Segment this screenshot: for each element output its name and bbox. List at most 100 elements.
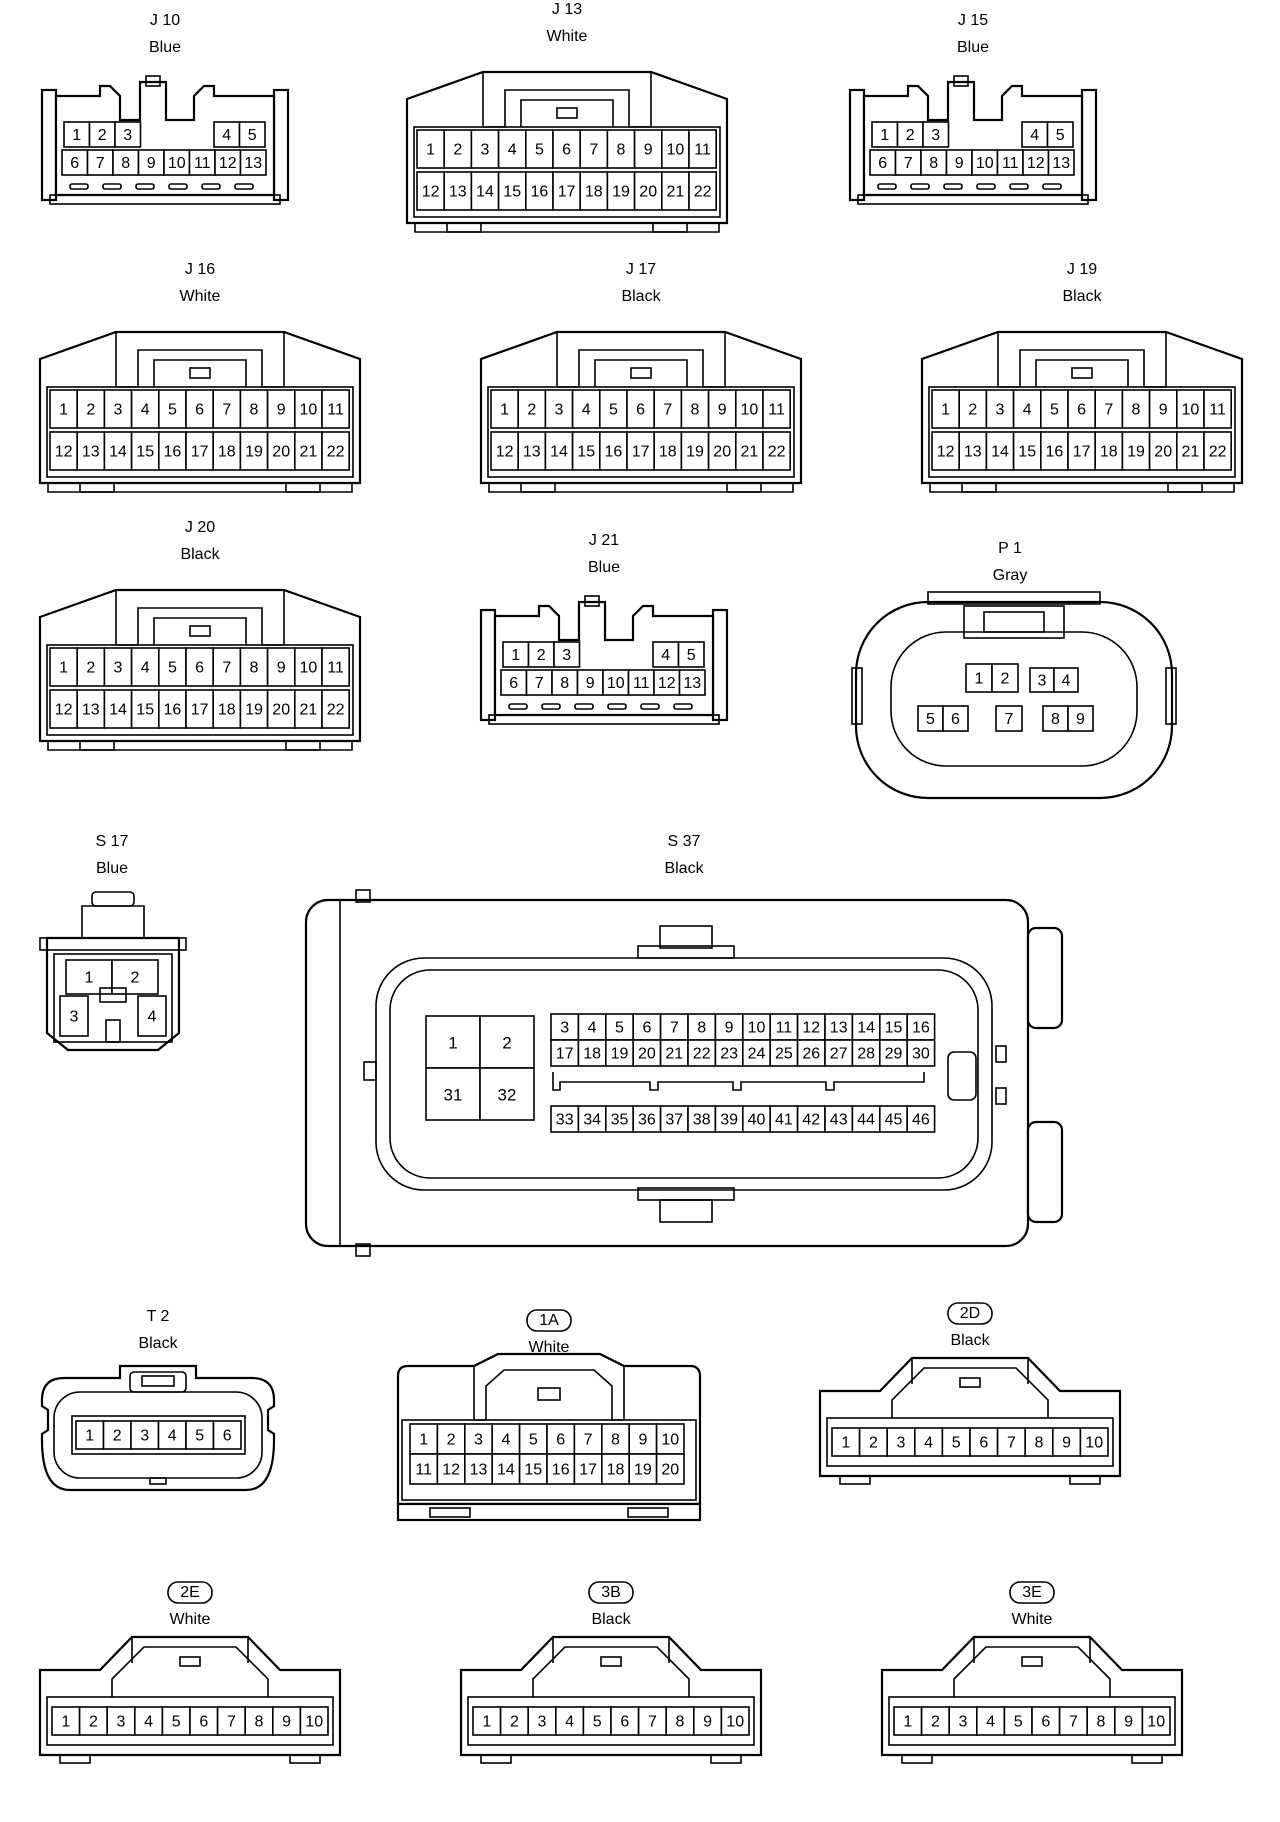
- pin-number: 11: [633, 675, 650, 692]
- pin-number: 6: [642, 1020, 651, 1037]
- pin-number: 37: [665, 1112, 683, 1129]
- connector-housing: [304, 898, 1030, 1248]
- pin-cell: [321, 647, 351, 687]
- pin-number: 6: [70, 155, 79, 172]
- pin-number: 3: [114, 660, 123, 677]
- pin-number: 11: [1209, 402, 1226, 419]
- connector-id: T 2: [147, 1308, 170, 1325]
- pin-cell: [573, 1453, 603, 1485]
- pin-cell: [239, 149, 267, 176]
- pin-number: 3: [117, 1714, 126, 1731]
- pin-number: 40: [748, 1112, 766, 1129]
- pin-cell: [969, 1427, 999, 1457]
- pin-number: 21: [300, 444, 318, 461]
- pin-cell: [497, 171, 527, 211]
- pin-number: 11: [768, 402, 785, 419]
- pin-number: 8: [1132, 402, 1141, 419]
- connector-code-badge: [588, 1581, 634, 1604]
- connector-color: Black: [621, 288, 661, 305]
- pin-number: 2: [502, 1034, 511, 1053]
- pin-cell: [1067, 389, 1097, 429]
- pin-number: 18: [1100, 444, 1118, 461]
- pin-cell: [266, 647, 296, 687]
- pin-number: 6: [878, 155, 887, 172]
- pin-cell: [75, 1420, 105, 1450]
- pin-number: 3: [959, 1714, 968, 1731]
- pin-cell: [1148, 389, 1178, 429]
- pin-number: 6: [1041, 1714, 1050, 1731]
- pin-number: 16: [164, 444, 182, 461]
- pin-cell: [655, 1423, 685, 1455]
- pin-number: 17: [556, 1046, 574, 1063]
- pin-number: 10: [168, 155, 186, 172]
- pin-number: 5: [168, 402, 177, 419]
- pin-number: 20: [661, 1462, 679, 1479]
- pin-number: 17: [191, 702, 209, 719]
- pin-number: 6: [195, 660, 204, 677]
- pin-number: 9: [1076, 711, 1085, 728]
- pin-number: 2: [86, 660, 95, 677]
- pin-number: 42: [802, 1112, 820, 1129]
- connector-id: J 15: [958, 12, 988, 29]
- pin-cell: [1012, 389, 1042, 429]
- pin-number: 10: [300, 402, 318, 419]
- pin-cell: [293, 647, 323, 687]
- pin-number: 6: [636, 402, 645, 419]
- pin-number: 24: [748, 1046, 766, 1063]
- pin-number: 14: [109, 702, 127, 719]
- pin-number: 3: [474, 1432, 483, 1449]
- pin-number: 1: [841, 1435, 850, 1452]
- pin-cell: [189, 1706, 219, 1736]
- pin-number: 9: [718, 402, 727, 419]
- pin-cell: [49, 389, 79, 429]
- pin-cell: [906, 1039, 936, 1067]
- connector-housing: [880, 1635, 1184, 1757]
- connector-color: Black: [591, 1611, 631, 1628]
- pin-number: 2: [510, 1714, 519, 1731]
- pin-number: 20: [1154, 444, 1172, 461]
- pin-cell: [550, 1105, 580, 1133]
- pin-number: 22: [694, 184, 712, 201]
- pin-number: 6: [620, 1714, 629, 1731]
- pin-number: 8: [697, 1020, 706, 1037]
- pin-number: 15: [136, 702, 154, 719]
- pin-cell: [600, 1453, 630, 1485]
- pin-number: 43: [830, 1112, 848, 1129]
- pin-cell: [577, 1105, 607, 1133]
- pin-number: 8: [121, 155, 130, 172]
- pin-number: 4: [148, 1009, 157, 1026]
- pin-number: 3: [70, 1009, 79, 1026]
- pin-number: 1: [85, 1428, 94, 1445]
- pin-cell: [824, 1105, 854, 1133]
- pin-number: 14: [550, 444, 568, 461]
- pin-cell: [409, 1423, 439, 1455]
- pin-number: 18: [218, 444, 236, 461]
- pin-number: 5: [195, 1428, 204, 1445]
- pin-cell: [707, 431, 737, 471]
- pin-cell: [1203, 431, 1233, 471]
- pin-number: 3: [481, 142, 490, 159]
- pin-cell: [604, 1013, 634, 1041]
- pin-number: 10: [1147, 1714, 1165, 1731]
- pin-number: 7: [670, 1020, 679, 1037]
- pin-cell: [626, 389, 656, 429]
- pin-cell: [628, 1453, 658, 1485]
- pin-number: 7: [589, 142, 598, 159]
- pin-cell: [114, 121, 142, 148]
- pin-cell: [831, 1427, 861, 1457]
- pin-number: 22: [693, 1046, 711, 1063]
- pin-cell: [1148, 431, 1178, 471]
- pin-cell: [518, 1423, 548, 1455]
- connector-color: Black: [950, 1332, 990, 1349]
- pin-cell: [896, 121, 924, 148]
- pin-number: 26: [802, 1046, 820, 1063]
- pin-cell: [212, 647, 242, 687]
- pin-cell: [102, 1420, 132, 1450]
- pin-number: 9: [147, 155, 156, 172]
- pin-number: 6: [223, 1428, 232, 1445]
- pin-cell: [130, 431, 160, 471]
